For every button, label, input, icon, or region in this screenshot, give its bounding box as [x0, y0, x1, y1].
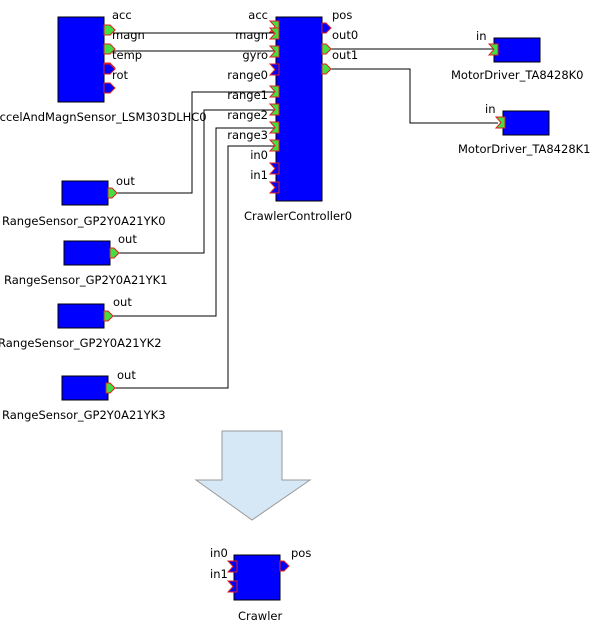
port-label: in0: [250, 148, 268, 162]
port-label: in1: [250, 168, 268, 182]
component-name: RangeSensor_GP2Y0A21YK0: [2, 214, 166, 228]
port-label: range3: [227, 128, 268, 142]
port-label: in: [485, 102, 495, 116]
inport-in1[interactable]: in1: [250, 162, 280, 182]
wire-range1-range2[interactable]: [118, 109, 276, 254]
port-label: pos: [332, 8, 352, 22]
outport-acc[interactable]: acc: [103, 8, 132, 36]
inport-range1[interactable]: range1: [227, 85, 280, 102]
inport-in0[interactable]: in0: [250, 139, 280, 162]
component-range-sensor-2[interactable]: out RangeSensor_GP2Y0A21YK2: [0, 295, 162, 350]
port-label: acc: [248, 8, 268, 22]
port-label: rot: [112, 68, 129, 82]
component-body: [57, 303, 105, 329]
transform-arrow-icon: [194, 430, 312, 521]
component-range-sensor-1[interactable]: out RangeSensor_GP2Y0A21YK1: [4, 232, 168, 287]
port-label: out1: [332, 48, 358, 62]
outports: pos out0 out1: [321, 8, 358, 75]
port-label: range0: [227, 68, 268, 82]
component-crawler[interactable]: in0 in1 pos Crawler: [210, 546, 311, 623]
component-name: RangeSensor_GP2Y0A21YK2: [0, 336, 162, 350]
connection-wires: [110, 32, 498, 389]
outport-pos[interactable]: pos: [279, 546, 311, 572]
inport-range2[interactable]: range2: [227, 103, 280, 122]
port-label: in: [476, 29, 486, 43]
inport-in1[interactable]: in1: [210, 567, 238, 593]
port-label: in1: [210, 567, 228, 581]
component-body: [502, 110, 550, 136]
component-name: Crawler: [238, 609, 282, 623]
outport-unnamed[interactable]: [103, 82, 116, 94]
inport-unnamed[interactable]: [268, 181, 280, 194]
port-label: out: [118, 232, 137, 246]
component-name: MotorDriver_TA8428K1: [458, 142, 591, 156]
component-body: [61, 375, 109, 401]
component-body: [233, 554, 281, 601]
port-label: out: [117, 368, 136, 382]
wire-range2-range3[interactable]: [110, 127, 276, 317]
component-name: CrawlerController0: [244, 209, 352, 223]
outport-rot[interactable]: rot: [103, 63, 129, 82]
outport-out0[interactable]: out0: [321, 28, 358, 55]
component-crawler-controller[interactable]: acc magn gyro range0 range1 range2: [227, 8, 358, 223]
component-range-sensor-0[interactable]: out RangeSensor_GP2Y0A21YK0: [2, 174, 166, 228]
inport-in[interactable]: in: [476, 29, 499, 56]
inport-range3[interactable]: range3: [227, 121, 280, 142]
port-label: temp: [112, 48, 142, 62]
component-body: [493, 37, 541, 63]
port-label: in0: [210, 546, 228, 560]
component-motor-driver-0[interactable]: in MotorDriver_TA8428K0: [451, 29, 584, 82]
component-range-sensor-3[interactable]: out RangeSensor_GP2Y0A21YK3: [2, 368, 166, 422]
port-label: pos: [291, 546, 311, 560]
inport-magn[interactable]: magn: [235, 27, 280, 42]
wire-out1-motor1[interactable]: [326, 68, 498, 124]
outport-out1[interactable]: out1: [321, 48, 358, 75]
component-name: RangeSensor_GP2Y0A21YK3: [2, 408, 166, 422]
outport-out[interactable]: out: [103, 295, 132, 322]
component-accel-magn-sensor[interactable]: acc magn temp rot AccelAndMagnSensor_LSM…: [0, 8, 207, 124]
port-label: magn: [235, 28, 268, 42]
component-body: [63, 240, 111, 266]
inport-in[interactable]: in: [485, 102, 506, 129]
component-body: [57, 16, 105, 103]
component-name: RangeSensor_GP2Y0A21YK1: [4, 273, 168, 287]
component-body: [275, 16, 323, 202]
inport-range0[interactable]: range0: [227, 63, 280, 82]
outport-out[interactable]: out: [107, 174, 135, 199]
outport-out[interactable]: out: [109, 232, 137, 259]
component-body: [61, 180, 109, 206]
port-label: out: [116, 174, 135, 188]
port-label: magn: [112, 28, 145, 42]
component-motor-driver-1[interactable]: in MotorDriver_TA8428K1: [458, 102, 591, 156]
port-label: out0: [332, 28, 358, 42]
port-label: range1: [227, 88, 268, 102]
outport-pos[interactable]: pos: [321, 8, 352, 34]
port-label: out: [113, 295, 132, 309]
outport-out[interactable]: out: [105, 368, 136, 394]
wire-range3-in0[interactable]: [110, 145, 276, 389]
port-label: acc: [112, 8, 132, 22]
port-label: gyro: [242, 48, 268, 62]
inport-gyro[interactable]: gyro: [242, 45, 280, 62]
inport-in0[interactable]: in0: [210, 546, 238, 573]
port-label: range2: [227, 108, 268, 122]
inports: acc magn gyro range0 range1 range2: [227, 8, 280, 194]
wire-range0-range1[interactable]: [114, 91, 276, 194]
component-name: MotorDriver_TA8428K0: [451, 68, 584, 82]
outport-magn[interactable]: magn: [103, 28, 145, 55]
component-name: AccelAndMagnSensor_LSM303DLHC0: [0, 110, 207, 124]
